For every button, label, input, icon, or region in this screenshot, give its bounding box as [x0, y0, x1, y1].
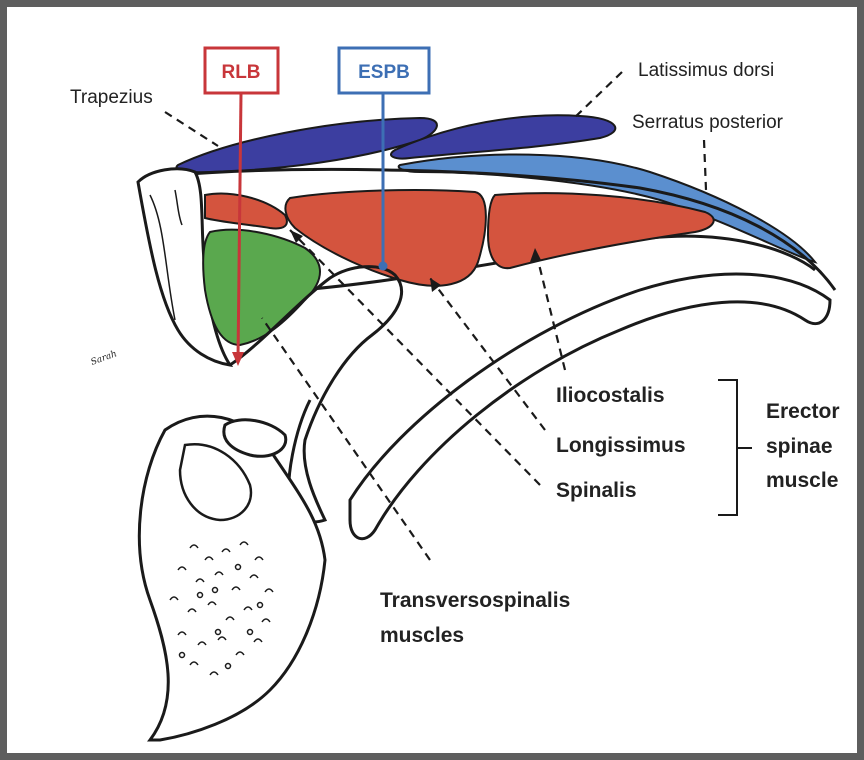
trapezius-leader	[165, 112, 218, 146]
erector-label-line3: muscle	[766, 469, 838, 492]
erector-label-line1: Erector	[766, 400, 840, 423]
iliocostalis-label: Iliocostalis	[556, 384, 665, 407]
transversospinalis-muscle	[203, 230, 320, 345]
erector-label-line2: spinae	[766, 435, 833, 458]
spinalis-label: Spinalis	[556, 479, 637, 502]
rlb-label: RLB	[221, 62, 260, 83]
espb-needle-tip	[379, 262, 388, 271]
erector-spinae-bracket	[718, 380, 752, 515]
trapezius-label: Trapezius	[70, 87, 153, 108]
espb-label: ESPB	[358, 62, 410, 83]
illustrator-signature: Sarah	[90, 349, 119, 368]
serratus-posterior-label: Serratus posterior	[632, 112, 784, 133]
latissimus-dorsi-label: Latissimus dorsi	[638, 60, 774, 81]
transversospinalis-label-line1: Transversospinalis	[380, 589, 570, 612]
latissimus-leader	[572, 72, 622, 120]
serratus-leader	[704, 140, 706, 190]
transversospinalis-label-line2: muscles	[380, 624, 464, 647]
spinalis-muscle	[205, 194, 287, 229]
longissimus-label: Longissimus	[556, 434, 686, 457]
